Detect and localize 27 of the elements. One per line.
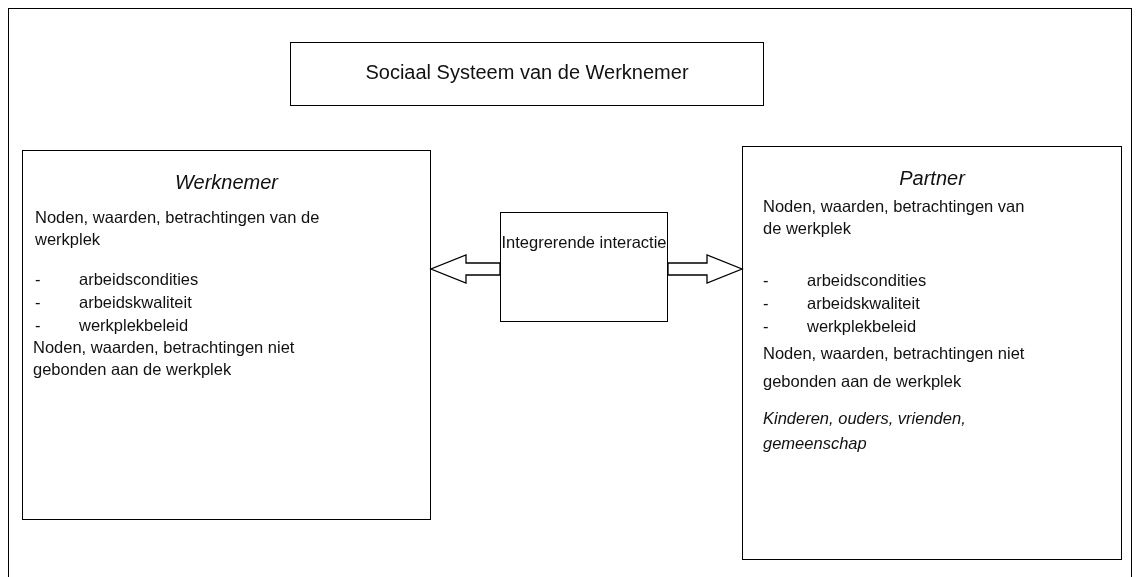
body-text: arbeidscondities: [79, 269, 200, 290]
body-text: werkplekbeleid: [79, 315, 190, 336]
body-text: Noden, waarden, betrachtingen van de werkplek: [35, 207, 321, 250]
body-text: arbeidscondities: [807, 270, 928, 291]
list-bullet: -: [35, 315, 42, 336]
heading-text: Werknemer: [174, 171, 280, 193]
list-bullet: -: [763, 316, 770, 337]
body-text: arbeidskwaliteit: [807, 293, 921, 314]
process-box: [500, 212, 668, 322]
heading-text: Partner: [898, 167, 967, 189]
body-text: werkplekbeleid: [807, 316, 918, 337]
body-text: Noden, waarden, betrachtingen van de werkplek: [763, 196, 1026, 239]
body-text: Noden, waarden, betrachtingen niet gebonden aan de werkplek: [33, 337, 296, 380]
title-box: [290, 42, 764, 106]
block-arrow: [429, 254, 501, 284]
list-bullet: -: [35, 269, 42, 290]
entity-box: [22, 150, 431, 520]
heading-text: Sociaal Systeem van de Werknemer: [364, 61, 690, 83]
body-text: Noden, waarden, betrachtingen niet gebonden aan de werkplek: [763, 343, 1026, 392]
list-bullet: -: [763, 270, 770, 291]
body-text: Kinderen, ouders, vrienden, gemeenschap: [763, 408, 967, 454]
list-bullet: -: [35, 292, 42, 313]
list-bullet: -: [763, 293, 770, 314]
heading-text: Integrerende interactie: [501, 232, 667, 253]
body-text: arbeidskwaliteit: [79, 292, 193, 313]
block-arrow: [667, 254, 744, 284]
entity-box: [742, 146, 1122, 560]
